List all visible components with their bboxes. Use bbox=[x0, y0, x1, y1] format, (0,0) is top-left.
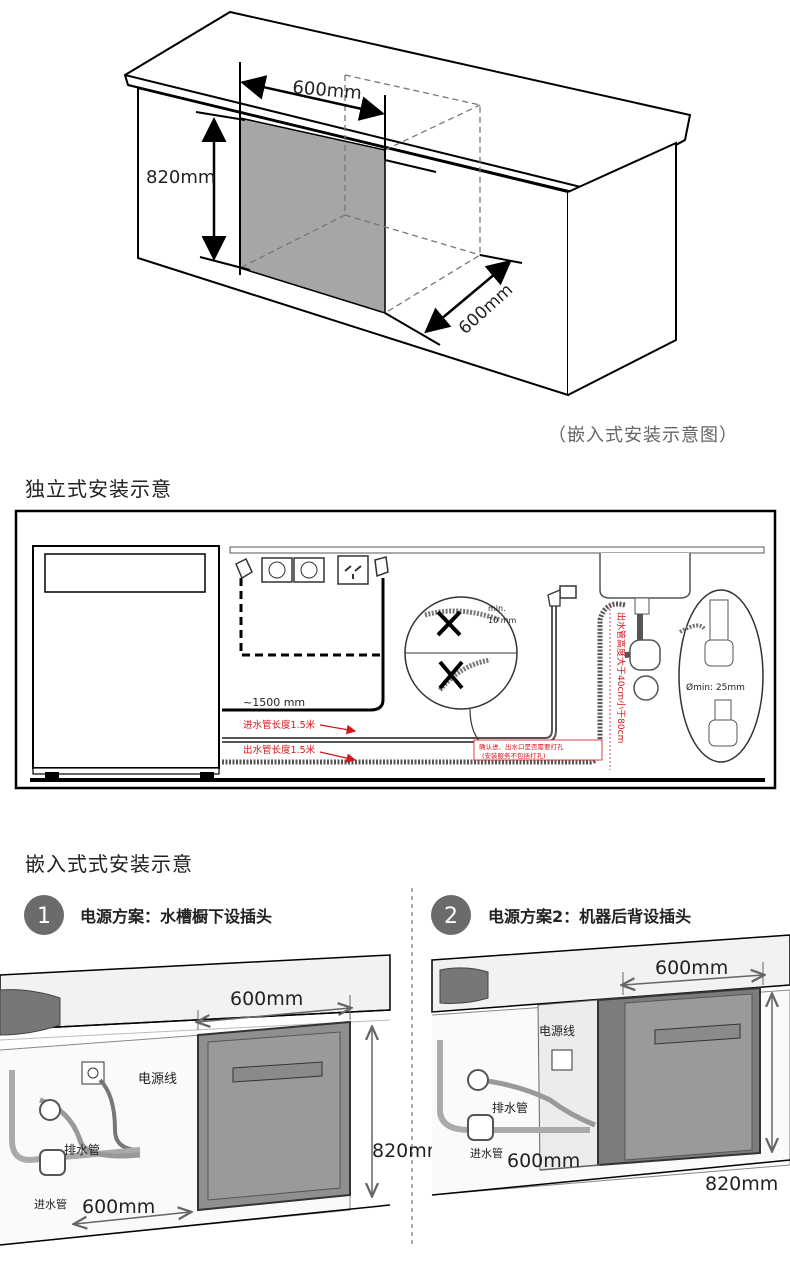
drain-height-label: 出水管高度大于40cm小于80cm bbox=[615, 612, 627, 743]
min-gap-value: 10 mm bbox=[488, 616, 517, 625]
builtin-heading: 嵌入式式安装示意 bbox=[25, 852, 193, 876]
hose-detail-circle: min. 10 mm bbox=[404, 596, 518, 743]
cable-length-label: ~1500 mm bbox=[243, 696, 305, 709]
dishwasher-freestanding bbox=[32, 545, 220, 780]
sink-icon bbox=[599, 553, 691, 701]
cabinet-side bbox=[567, 141, 677, 396]
option1-inlet-pipe: 进水管 bbox=[34, 1197, 67, 1211]
option2-panel: 2 电源方案2：机器后背设插头 电源线 排水管 进水管 600mm 820mm … bbox=[431, 895, 790, 1196]
option2-number-badge bbox=[431, 895, 471, 935]
min-gap-label: min. bbox=[488, 604, 506, 613]
top-height-label: 820mm bbox=[146, 167, 215, 188]
option2-number: 2 bbox=[444, 904, 458, 929]
option1-number: 1 bbox=[37, 904, 51, 929]
option2-power-cord: 电源线 bbox=[539, 1024, 575, 1038]
cabinet-diagram: 600mm 820mm 600mm bbox=[123, 10, 692, 397]
note-line1: 确认进、出水口是否需要打孔 bbox=[479, 742, 564, 751]
inlet-hose-label: 进水管长度1.5米 bbox=[243, 719, 316, 731]
option1-number-badge bbox=[24, 895, 64, 935]
option1-panel: 1 电源方案：水槽橱下设插头 电源线 排水管 进水管 600mm 820mm bbox=[0, 895, 445, 1246]
option2-title: 电源方案2：机器后背设插头 bbox=[488, 907, 691, 926]
option2-depth: 600mm bbox=[507, 1150, 580, 1172]
min-diameter-label: Ømin: 25mm bbox=[686, 682, 745, 693]
freestanding-heading: 独立式安装示意 bbox=[25, 477, 172, 501]
note-line2: (安装服务不包括打孔) bbox=[482, 751, 546, 760]
option2-width: 600mm bbox=[655, 957, 728, 979]
option1-width: 600mm bbox=[230, 988, 303, 1010]
faucet-icon bbox=[547, 585, 577, 607]
socket-icons bbox=[235, 555, 389, 585]
option1-power-cord: 电源线 bbox=[138, 1072, 177, 1087]
option1-title: 电源方案：水槽橱下设插头 bbox=[80, 907, 272, 926]
outlet-hose-label: 出水管长度1.5米 bbox=[243, 744, 316, 756]
option2-inlet-pipe: 进水管 bbox=[470, 1146, 503, 1160]
option1-height: 820mm bbox=[372, 1140, 445, 1162]
top-caption: （嵌入式安装示意图） bbox=[548, 425, 738, 446]
option2-drain-pipe: 排水管 bbox=[492, 1100, 528, 1115]
option2-height: 820mm bbox=[705, 1173, 778, 1195]
trap-detail-ellipse: Ømin: 25mm bbox=[678, 589, 764, 763]
option1-drain-pipe: 排水管 bbox=[64, 1142, 100, 1157]
option1-depth: 600mm bbox=[82, 1196, 155, 1218]
